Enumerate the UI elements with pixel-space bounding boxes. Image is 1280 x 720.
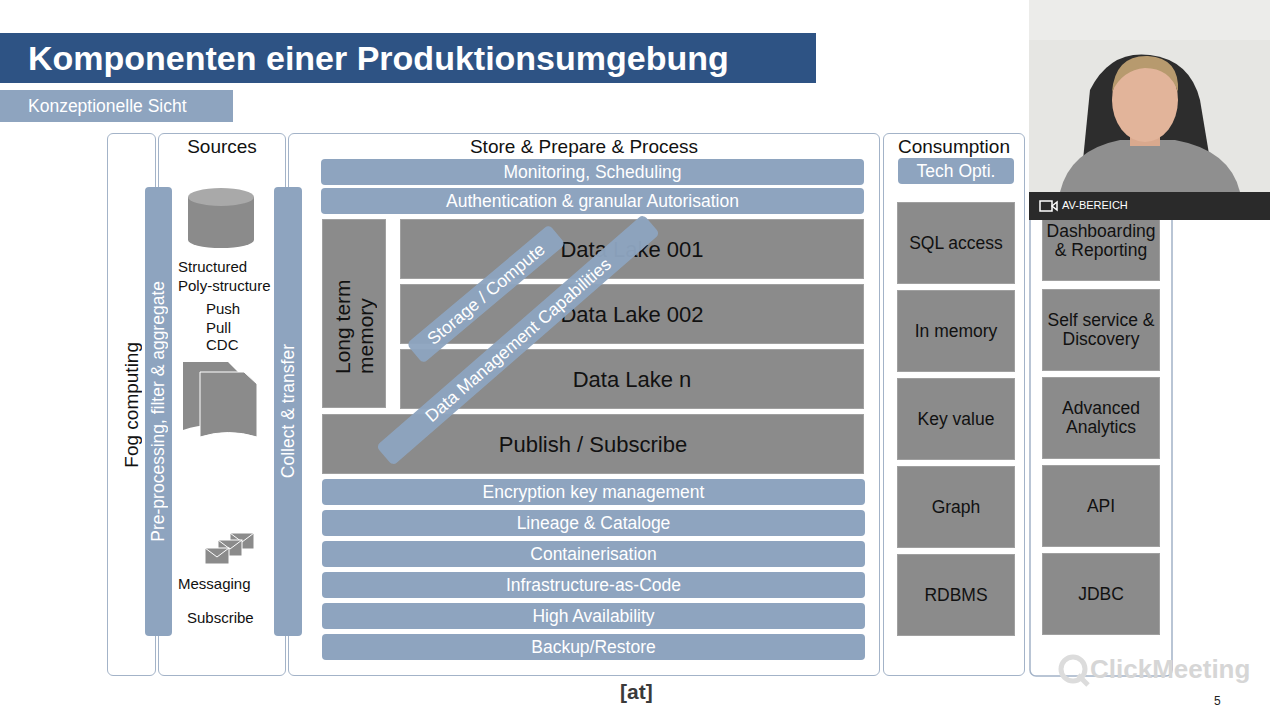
- box-label: In memory: [915, 322, 998, 341]
- bar-label: Collect & transfer: [278, 344, 299, 478]
- box-label: Data Lake 002: [560, 305, 703, 324]
- capability-bar: Lineage & Cataloge: [322, 510, 865, 536]
- consumption-box: Key value: [897, 378, 1015, 460]
- storage-label: Long term memory: [331, 254, 377, 374]
- capability-bar: Containerisation: [322, 541, 865, 567]
- camera-label: AV-BEREICH: [1062, 199, 1128, 211]
- watermark-icon: [1061, 657, 1088, 685]
- bar-label: Pre-processing, filter & aggregate: [148, 281, 169, 542]
- column-frame: [1030, 133, 1172, 676]
- box-label: SQL access: [909, 234, 1003, 253]
- box-label: Lineage & Cataloge: [517, 513, 671, 534]
- capability-bar: Authentication & granular Autorisation: [321, 188, 864, 214]
- document-icon: [183, 362, 257, 437]
- box-label: Encryption key management: [483, 482, 705, 503]
- consumption-box: SQL access: [897, 202, 1015, 284]
- consumer-box: API: [1042, 465, 1160, 547]
- text-wrap: Fog computing: [119, 134, 145, 675]
- source-label: Poly-structure: [178, 277, 271, 294]
- consumption-box: In memory: [897, 290, 1015, 372]
- capability-bar: Monitoring, Scheduling: [321, 159, 864, 185]
- title-band: Komponenten einer Produktionsumgebung: [0, 33, 816, 83]
- layer-frame: Store & Prepare & ProcessMonitoring, Sch…: [288, 133, 880, 676]
- box-label: Advanced Analytics: [1043, 399, 1159, 437]
- consumer-box: JDBC: [1042, 553, 1160, 635]
- capability-bar: High Availability: [322, 603, 865, 629]
- capability-bar: Infrastructure-as-Code: [322, 572, 865, 598]
- subtitle-band: Konzeptionelle Sicht: [0, 90, 233, 122]
- title-text: Komponenten einer Produktionsumgebung: [28, 39, 729, 78]
- tech-bar: Tech Opti.: [898, 158, 1014, 184]
- layer-label: Fog computing: [121, 342, 143, 468]
- box-label: Konzeptionelle Sicht: [28, 96, 187, 117]
- box-label: Infrastructure-as-Code: [506, 575, 681, 596]
- box-label: Backup/Restore: [531, 637, 656, 658]
- source-label: Structured: [178, 258, 247, 275]
- box-label: Data Lake n: [573, 370, 692, 389]
- box-label: Key value: [918, 410, 995, 429]
- source-label: Push: [206, 300, 240, 317]
- consumer-box: Self service & Discovery: [1042, 289, 1160, 371]
- box-label: Self service & Discovery: [1043, 311, 1159, 349]
- page-number: 5: [1214, 694, 1221, 708]
- consumer-box: Dashboarding & Reporting: [1042, 200, 1160, 281]
- box-label: Containerisation: [530, 544, 656, 565]
- source-label: Messaging: [178, 575, 251, 592]
- consumption-box: RDBMS: [897, 554, 1015, 636]
- box-label: Monitoring, Scheduling: [503, 162, 681, 183]
- storage-box: Long term memory: [322, 219, 386, 408]
- consumer-box: Advanced Analytics: [1042, 377, 1160, 459]
- box-label: High Availability: [532, 606, 654, 627]
- webcam-image: [1029, 0, 1270, 220]
- logo-text: [at]: [620, 680, 653, 704]
- box-label: JDBC: [1078, 585, 1124, 604]
- watermark: ClickMeeting: [1090, 654, 1250, 685]
- source-label: Pull: [206, 319, 231, 336]
- box-label: RDBMS: [924, 586, 987, 605]
- layer-frame: SourcesStructuredPoly-structurePushPullC…: [158, 133, 286, 676]
- source-label: CDC: [206, 336, 239, 353]
- box-label: Graph: [932, 498, 981, 517]
- capability-bar: Encryption key management: [322, 479, 865, 505]
- source-label: Subscribe: [187, 609, 254, 626]
- box-label: Authentication & granular Autorisation: [446, 191, 739, 212]
- box-label: API: [1087, 497, 1115, 516]
- database-icon: [188, 188, 254, 248]
- box-label: Publish / Subscribe: [499, 435, 687, 454]
- layer-heading: Store & Prepare & Process: [289, 136, 879, 158]
- vertical-bar: Pre-processing, filter & aggregate: [145, 187, 172, 636]
- vertical-bar: Collect & transfer: [274, 187, 302, 636]
- box-label: Tech Opti.: [917, 161, 996, 182]
- capability-bar: Backup/Restore: [322, 634, 865, 660]
- layer-heading: Consumption: [884, 136, 1024, 158]
- layer-heading: Sources: [159, 136, 285, 158]
- consumption-box: Graph: [897, 466, 1015, 548]
- box-label: Dashboarding & Reporting: [1043, 222, 1159, 260]
- layer-frame: ConsumptionTech Opti. SQL access In memory…: [883, 133, 1025, 676]
- messaging-icon: [205, 533, 254, 564]
